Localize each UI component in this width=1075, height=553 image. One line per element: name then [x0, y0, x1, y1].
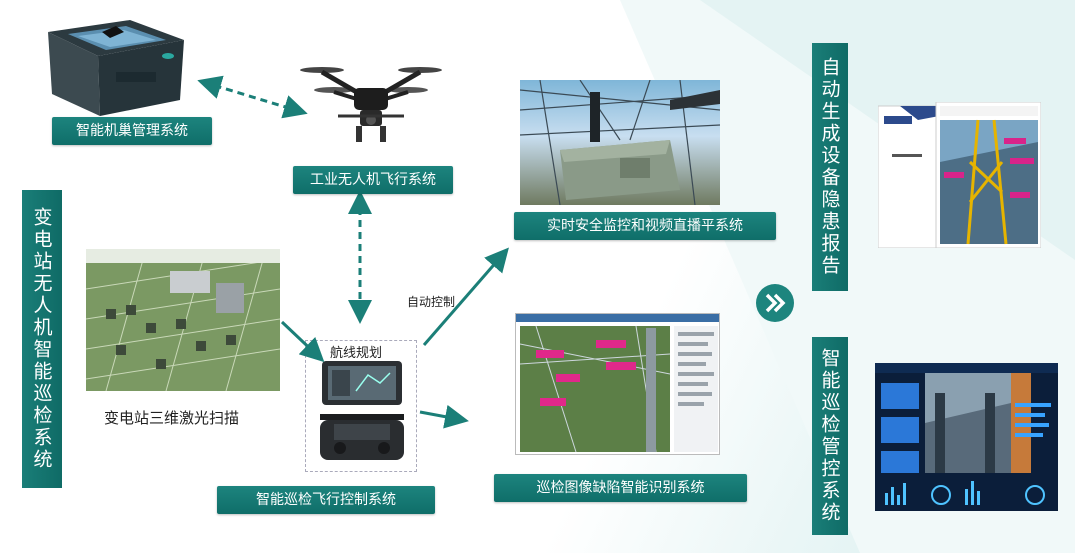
- arrow-scan-route: [280, 320, 325, 363]
- arrow-route-monitor: [422, 247, 509, 346]
- double-chevron-right-icon: [765, 293, 786, 313]
- report-document-image: [878, 102, 1041, 248]
- vertical-auto-report: 自动生成设备隐患报告: [812, 43, 848, 291]
- vertical-main-title: 变电站无人机智能巡检系统: [22, 190, 62, 488]
- controller-image: [316, 414, 408, 464]
- control-dashboard-screenshot: [875, 363, 1058, 511]
- arrow-nest-drone: [197, 75, 308, 119]
- smart-nest-image: [38, 12, 188, 120]
- arrow-route-recognition: [419, 404, 469, 429]
- label-uav-flight-system: 工业无人机飞行系统: [293, 166, 453, 194]
- substation-3d-scan-image: [86, 249, 280, 391]
- substation-equipment-photo: [520, 80, 720, 205]
- defect-recognition-screenshot: [515, 313, 720, 455]
- label-flight-control-system: 智能巡检飞行控制系统: [217, 486, 435, 514]
- label-auto-control: 自动控制: [407, 295, 456, 309]
- label-image-recognition-system: 巡检图像缺陷智能识别系统: [494, 474, 747, 502]
- vertical-mgmt-control: 智能巡检管控系统: [812, 337, 848, 535]
- label-nest-management: 智能机巢管理系统: [52, 117, 212, 145]
- next-step-marker: [756, 284, 794, 322]
- drone-image: [298, 50, 443, 150]
- tablet-image: [322, 361, 402, 405]
- label-video-monitor-system: 实时安全监控和视频直播平系统: [514, 212, 776, 240]
- label-route-planning: 航线规划: [330, 346, 383, 361]
- label-laser-scan: 变电站三维激光扫描: [104, 409, 240, 427]
